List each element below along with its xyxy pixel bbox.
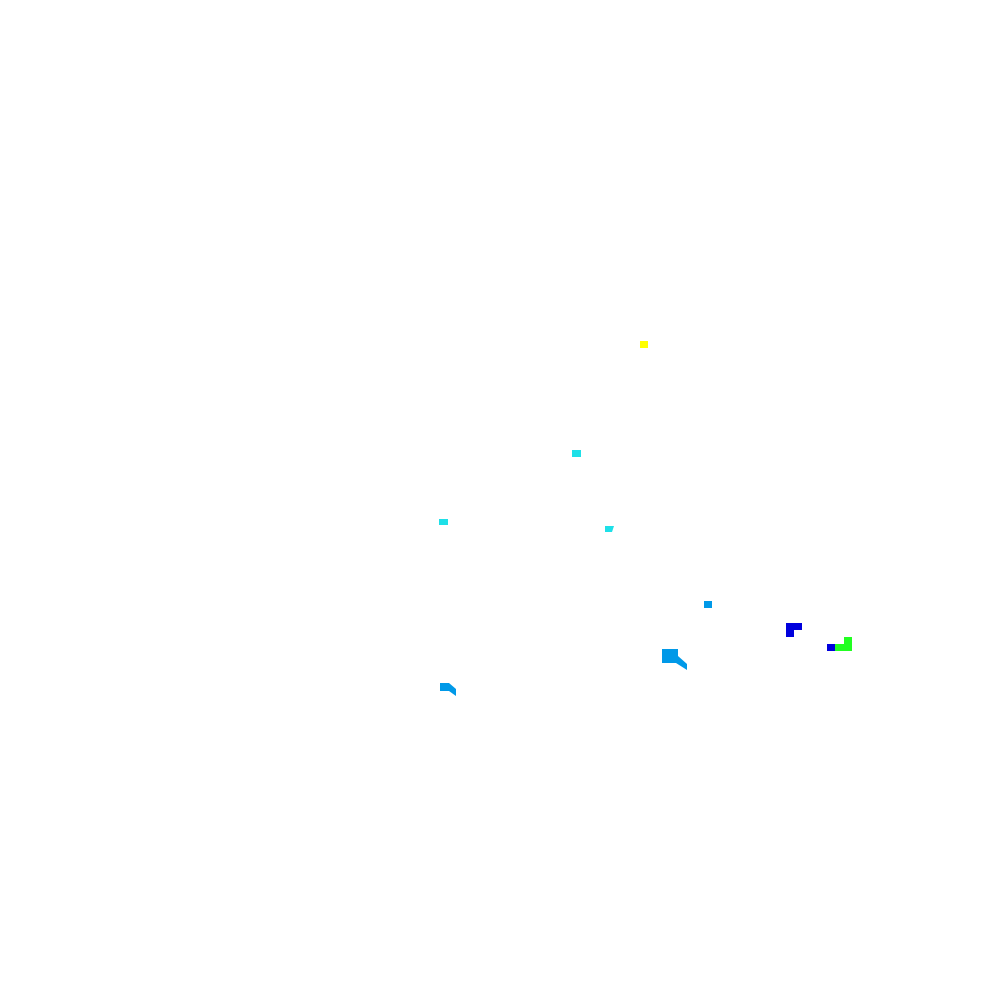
blob-azure-2 [662, 649, 687, 670]
blob-blue-2 [827, 644, 835, 651]
blob-yellow [640, 341, 648, 348]
blob-azure-1 [704, 601, 712, 608]
blob-green [835, 637, 852, 651]
blob-blue-1 [786, 623, 802, 637]
blob-azure-3 [440, 683, 456, 696]
blob-cyan-1 [572, 450, 581, 457]
blob-cyan-3 [605, 526, 614, 532]
blob-cyan-2 [439, 519, 448, 525]
